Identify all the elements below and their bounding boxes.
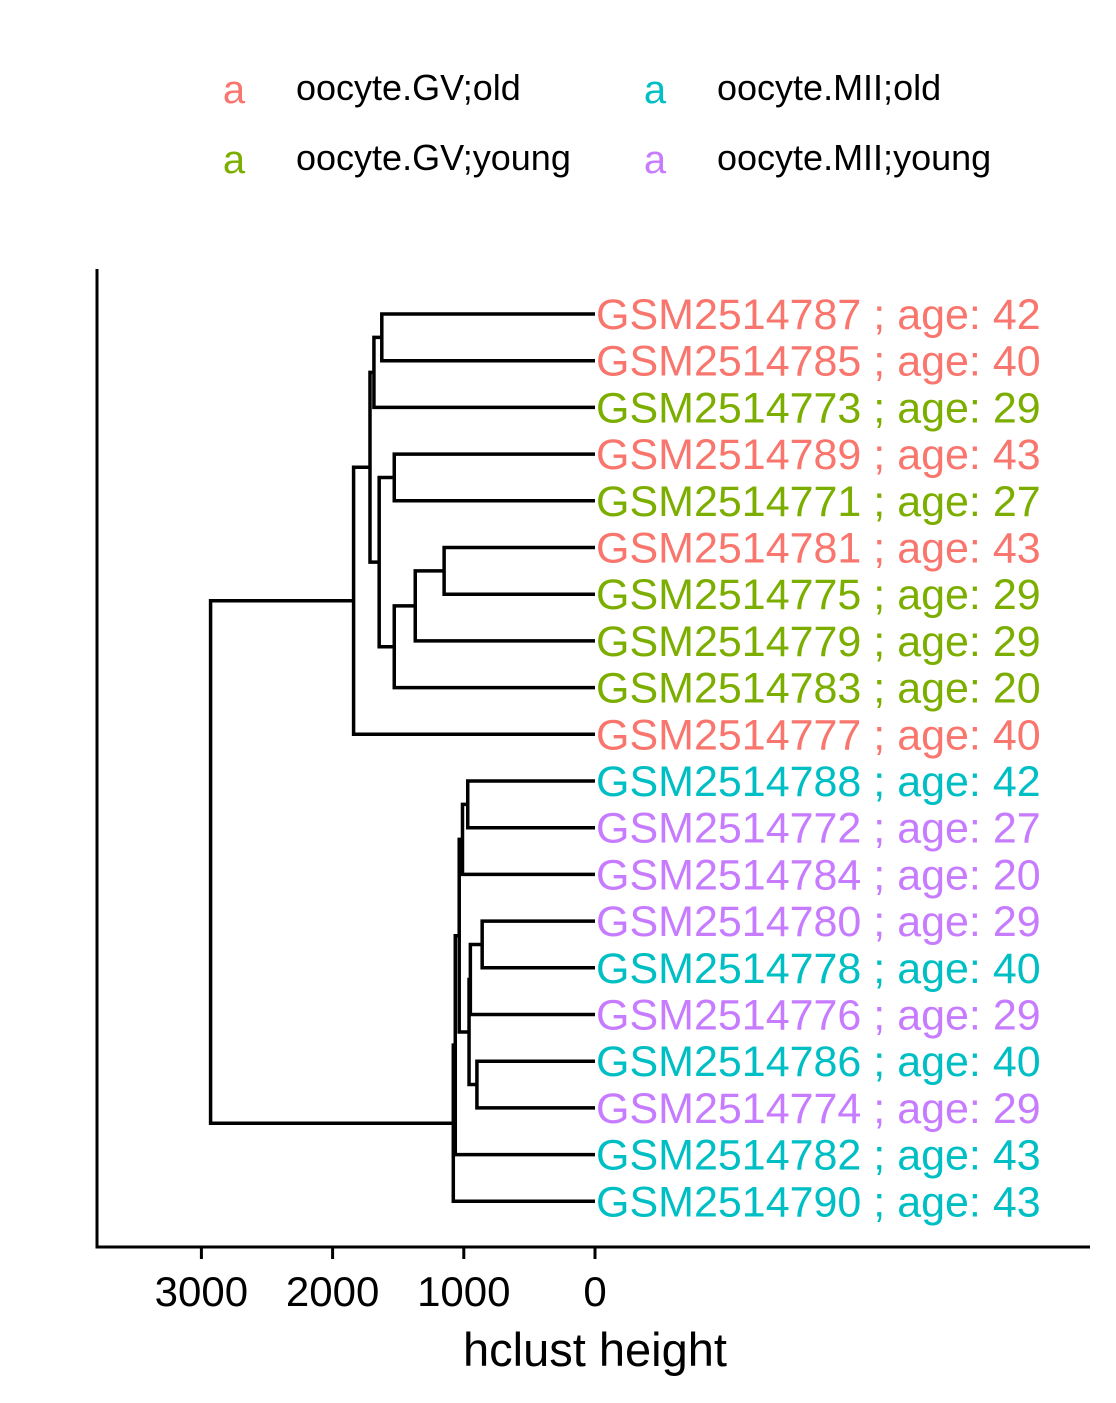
leaf-label: GSM2514790 ; age: 43 <box>596 1178 1041 1226</box>
legend: a oocyte.GV;old a oocyte.GV;young a oocyte.MI… <box>223 67 991 182</box>
leaf-label: GSM2514784 ; age: 20 <box>596 851 1041 899</box>
leaf-label: GSM2514779 ; age: 29 <box>596 618 1041 666</box>
dendrogram-branch <box>392 604 595 690</box>
dendrogram-branch <box>413 569 595 643</box>
legend-item: a oocyte.MII;young <box>644 137 991 182</box>
dendrogram-branch <box>380 312 595 363</box>
dendrogram-branch <box>468 942 595 1017</box>
leaf-label: GSM2514789 ; age: 43 <box>596 431 1041 479</box>
leaf-label: GSM2514782 ; age: 43 <box>596 1132 1041 1180</box>
legend-label: oocyte.MII;old <box>717 67 941 108</box>
leaf-label: GSM2514778 ; age: 40 <box>596 945 1041 993</box>
legend-item: a oocyte.MII;old <box>644 67 941 112</box>
legend-label: oocyte.GV;old <box>296 67 521 108</box>
dendrogram-branch <box>351 465 595 737</box>
leaf-label: GSM2514780 ; age: 29 <box>596 898 1041 946</box>
legend-label: oocyte.GV;young <box>296 137 571 178</box>
dendrogram-branch <box>460 802 595 877</box>
leaf-label: GSM2514776 ; age: 29 <box>596 992 1041 1040</box>
leaf-label: GSM2514781 ; age: 43 <box>596 525 1041 573</box>
dendrogram-branch <box>208 599 454 1125</box>
legend-item: a oocyte.GV;old <box>223 67 521 112</box>
x-tick-label: 0 <box>583 1268 606 1315</box>
leaf-label: GSM2514787 ; age: 42 <box>596 291 1041 339</box>
leaf-label: GSM2514785 ; age: 40 <box>596 338 1041 386</box>
leaf-label: GSM2514774 ; age: 29 <box>596 1085 1041 1133</box>
dendrogram-branch <box>372 335 595 410</box>
x-tick-label: 3000 <box>155 1268 248 1315</box>
axes: 3000 2000 1000 0 <box>95 269 1090 1315</box>
legend-key: a <box>644 68 667 112</box>
leaf-label: GSM2514788 ; age: 42 <box>596 758 1041 806</box>
legend-label: oocyte.MII;young <box>717 137 991 178</box>
x-axis-label: hclust height <box>463 1323 727 1376</box>
leaf-label: GSM2514786 ; age: 40 <box>596 1038 1041 1086</box>
leaf-label: GSM2514771 ; age: 27 <box>596 478 1041 526</box>
dendrogram-branch <box>442 545 595 596</box>
dendrogram-branch <box>475 1059 595 1110</box>
x-tick-label: 1000 <box>417 1268 510 1315</box>
leaf-label: GSM2514783 ; age: 20 <box>596 665 1041 713</box>
legend-key: a <box>644 138 667 182</box>
dendrogram-branch <box>451 1043 595 1204</box>
legend-key: a <box>223 68 246 112</box>
x-tick-label: 2000 <box>286 1268 379 1315</box>
dendrogram-branch <box>465 779 595 830</box>
leaf-label: GSM2514772 ; age: 27 <box>596 805 1041 853</box>
dendrogram-branch <box>480 919 595 970</box>
dendrogram-branches <box>208 312 595 1204</box>
dendrogram-branch <box>392 452 595 503</box>
leaf-label: GSM2514775 ; age: 29 <box>596 571 1041 619</box>
leaf-label: GSM2514777 ; age: 40 <box>596 711 1041 759</box>
legend-item: a oocyte.GV;young <box>223 137 571 182</box>
legend-key: a <box>223 138 246 182</box>
leaf-label: GSM2514773 ; age: 29 <box>596 384 1041 432</box>
dendrogram-branch <box>377 475 395 649</box>
